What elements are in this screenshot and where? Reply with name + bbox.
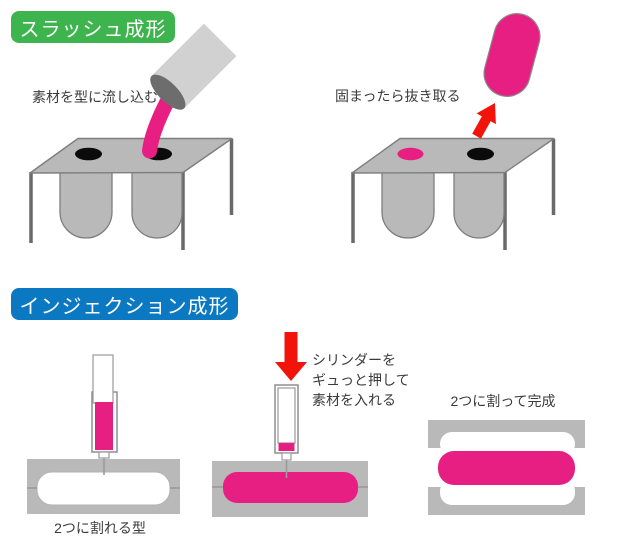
press-caption-line-1: シリンダーを [312, 352, 396, 368]
mold-table-filled [351, 137, 556, 250]
syringe-plunger [92, 354, 114, 404]
extract-arrow-icon [472, 103, 496, 139]
split-mold-caption: 2つに割れる型 [54, 520, 146, 536]
press-arrow-icon [275, 332, 307, 381]
syringe-plunger-pressed [277, 387, 296, 444]
press-caption-line-2: ギュっと押して [312, 372, 410, 388]
slush-pour-step [29, 23, 237, 250]
injection-press-step [212, 332, 368, 517]
mold-hole-filled [397, 147, 424, 161]
mold-half-bottom-cavity [440, 479, 575, 505]
injection-molding-title-badge: インジェクション成形 [11, 288, 238, 320]
pour-caption: 素材を型に流し込む [32, 89, 158, 105]
table-top [29, 137, 233, 174]
finished-caption: 2つに割って完成 [450, 393, 556, 409]
press-caption-line-3: 素材を入れる [312, 392, 396, 408]
syringe-nozzle [281, 452, 292, 461]
syringe-raised [91, 354, 118, 475]
mold-tube-right [453, 161, 505, 239]
mold-hole-empty [467, 147, 494, 161]
syringe-material [95, 402, 113, 450]
slush-extract-step [351, 13, 556, 250]
mold-tube-right [131, 161, 183, 239]
mold-hole-empty [75, 147, 102, 161]
finished-product [438, 451, 575, 485]
mold-tube-left [381, 161, 435, 239]
injection-finish-step [428, 420, 585, 515]
syringe-nozzle [98, 451, 110, 459]
molded-capsule [483, 13, 541, 97]
syringe-pressed [274, 384, 299, 478]
mold-tube-left [59, 161, 113, 239]
table-top [351, 137, 555, 174]
injection-fill-step [27, 354, 180, 514]
extract-caption: 固まったら抜き取る [335, 88, 461, 104]
pour-cup-icon [150, 23, 237, 110]
mold-cavity-empty [36, 471, 171, 506]
mold-cavity-filled [223, 472, 358, 503]
syringe-material-remaining [278, 443, 295, 451]
cup-mouth [150, 74, 186, 110]
mold-half-top-cavity [440, 432, 575, 456]
slush-molding-title-badge: スラッシュ成形 [11, 11, 175, 43]
press-caption: シリンダーを ギュっと押して 素材を入れる [312, 350, 410, 410]
